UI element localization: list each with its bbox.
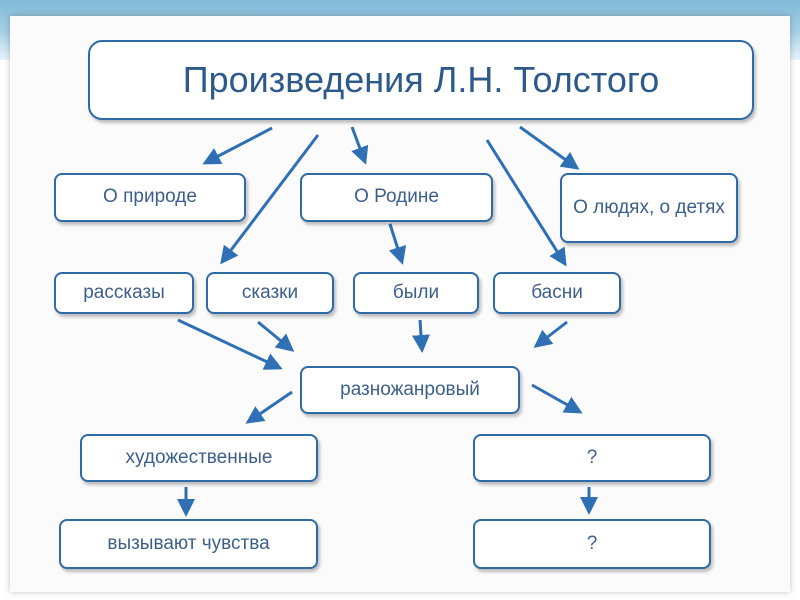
genre-fairytales: сказки <box>206 272 334 314</box>
arrow-title-to-people <box>519 125 580 170</box>
theme-nature: О природе <box>54 173 246 222</box>
genre-byli: были <box>353 272 479 314</box>
arrow-byli-to-center <box>412 319 430 353</box>
arrow-title-to-fables <box>485 139 567 267</box>
box-evoke-feelings: вызывают чувства <box>59 519 318 569</box>
arrow-title-to-homeland <box>350 126 369 165</box>
box-artistic: художественные <box>80 434 318 482</box>
theme-homeland: О Родине <box>300 173 493 222</box>
arrow-fairytales-to-center <box>257 320 295 352</box>
center-multigenre: разножанровый <box>300 366 520 414</box>
arrow-center-to-question <box>531 383 583 414</box>
arrow-center-to-artistic <box>245 390 293 424</box>
genre-fables: басни <box>493 272 621 314</box>
arrow-homeland-to-byli <box>388 223 407 265</box>
arrow-title-to-fairytales <box>220 134 320 265</box>
box-question-2: ? <box>473 519 711 569</box>
box-question-1: ? <box>473 434 711 482</box>
arrow-fables-to-center <box>533 320 568 348</box>
arrow-title-to-nature <box>202 126 273 165</box>
theme-people-children: О людях, о детях <box>560 173 738 243</box>
genre-stories: рассказы <box>54 272 194 314</box>
arrow-stories-to-center <box>177 318 283 370</box>
diagram-title: Произведения Л.Н. Толстого <box>88 40 754 120</box>
